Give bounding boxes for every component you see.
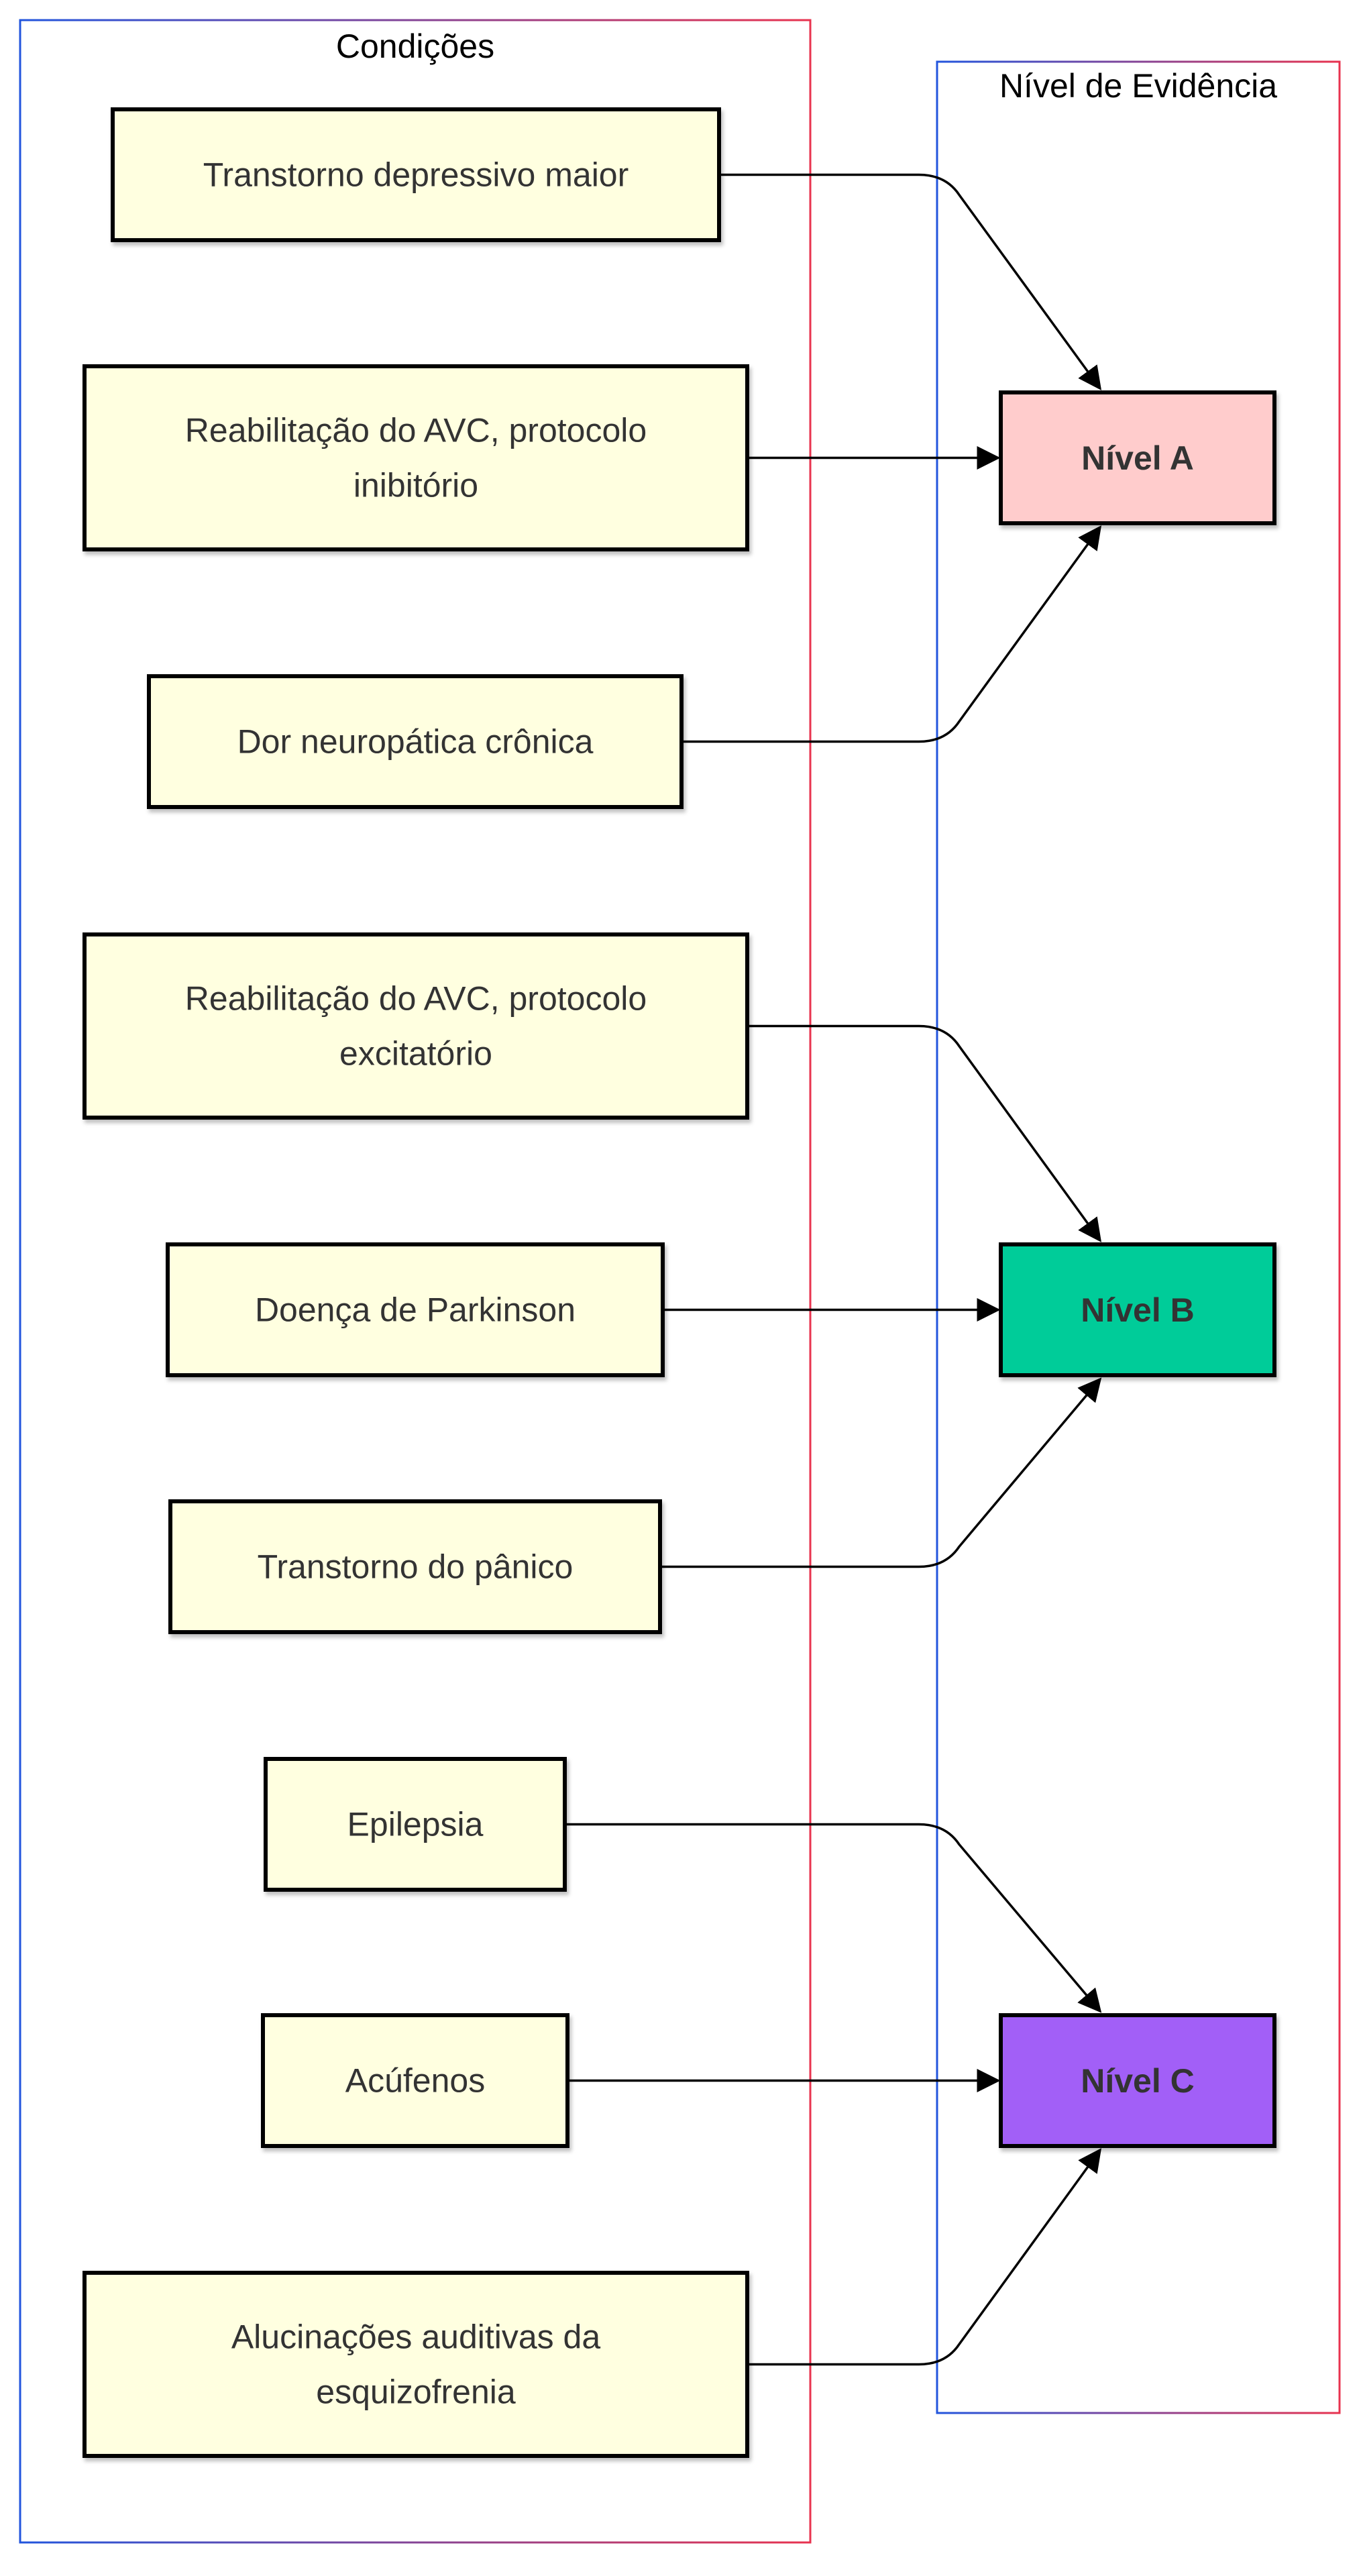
level-a-label: Nível A <box>1081 439 1194 477</box>
condition-label: Reabilitação do AVC, protocolo <box>185 412 647 449</box>
condition-label: Epilepsia <box>347 1806 484 1843</box>
condition-node-stroke-excitatory[interactable]: Reabilitação do AVC, protocolo excitatóri… <box>83 932 749 1120</box>
condition-node-schizophrenia-hallucinations[interactable]: Alucinações auditivas da esquizofrenia <box>83 2271 749 2458</box>
condition-label: esquizofrenia <box>316 2373 516 2411</box>
condition-label: Doença de Parkinson <box>255 1291 576 1329</box>
condition-box <box>147 674 684 809</box>
level-node-a[interactable]: Nível A <box>999 390 1276 525</box>
condition-label: Dor neuropática crônica <box>237 723 594 761</box>
condition-label: Transtorno do pânico <box>258 1548 574 1586</box>
edge-stroke-excitatory-to-level-b <box>749 1024 1102 1242</box>
condition-box <box>168 1499 662 1634</box>
condition-node-epilepsy[interactable]: Epilepsia <box>264 1757 567 1892</box>
condition-label: excitatório <box>339 1035 492 1073</box>
edge-major-depression-to-level-a <box>721 173 1102 390</box>
cluster-evidence-title: Nível de Evidência <box>999 67 1277 105</box>
cluster-evidence <box>936 60 1341 2414</box>
condition-node-panic-disorder[interactable]: Transtorno do pânico <box>168 1499 662 1634</box>
condition-label: Alucinações auditivas da <box>231 2318 601 2356</box>
edge-panic-disorder-to-level-b <box>662 1377 1102 1568</box>
edges-group <box>567 173 1102 2366</box>
condition-label: inibitório <box>353 467 478 504</box>
condition-node-major-depression[interactable]: Transtorno depressivo maior <box>111 107 721 242</box>
condition-box <box>264 1757 567 1892</box>
condition-nodes-group: Transtorno depressivo maiorReabilitação … <box>83 107 749 2458</box>
condition-box <box>83 932 749 1120</box>
condition-node-tinnitus[interactable]: Acúfenos <box>261 2013 569 2148</box>
condition-box <box>83 364 749 551</box>
condition-label: Transtorno depressivo maior <box>203 156 629 194</box>
condition-node-parkinson[interactable]: Doença de Parkinson <box>166 1242 665 1377</box>
condition-node-neuropathic-pain[interactable]: Dor neuropática crônica <box>147 674 684 809</box>
cluster-conditions-title: Condições <box>336 28 494 65</box>
level-node-c[interactable]: Nível C <box>999 2013 1276 2148</box>
condition-label: Acúfenos <box>345 2062 485 2100</box>
condition-node-stroke-inhibitory[interactable]: Reabilitação do AVC, protocolo inibitório <box>83 364 749 551</box>
cluster-conditions <box>19 19 812 2544</box>
condition-box <box>111 107 721 242</box>
edge-schizophrenia-hallucinations-to-level-c <box>749 2148 1102 2366</box>
level-node-b[interactable]: Nível B <box>999 1242 1276 1377</box>
edge-neuropathic-pain-to-level-a <box>684 525 1102 743</box>
edge-epilepsy-to-level-c <box>567 1823 1102 2013</box>
level-c-label: Nível C <box>1081 2062 1195 2100</box>
condition-box <box>83 2271 749 2458</box>
condition-box <box>261 2013 569 2148</box>
condition-label: Reabilitação do AVC, protocolo <box>185 980 647 1018</box>
level-b-label: Nível B <box>1081 1291 1195 1329</box>
condition-box <box>166 1242 665 1377</box>
